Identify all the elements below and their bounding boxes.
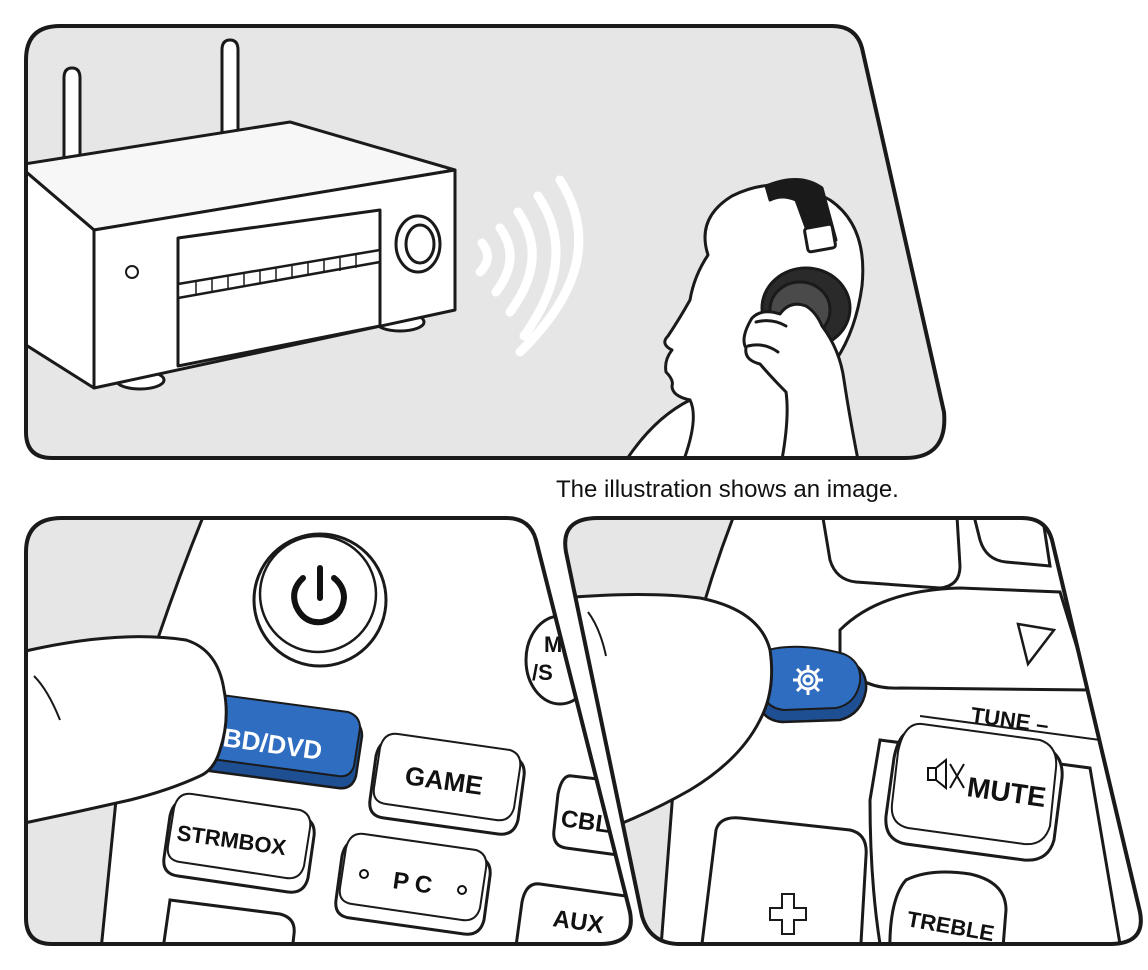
game-button[interactable]: GAME (368, 732, 526, 836)
strmbox-button[interactable]: STRMBOX (162, 792, 316, 894)
bd-dvd-button[interactable]: BD/DVD (188, 692, 364, 790)
pc-button[interactable]: PC (334, 832, 492, 936)
pc-label: PC (391, 867, 440, 900)
remote-panel-input: M /S BD/DVD GAME CBL (24, 516, 640, 970)
down-arrow-button[interactable] (838, 586, 1093, 692)
triangle-down-icon (1016, 622, 1057, 667)
gear-icon (793, 665, 823, 695)
speaker-mute-icon (927, 757, 965, 791)
mute-button[interactable]: MUTE (884, 722, 1064, 862)
mode-button-label-2: /S (532, 660, 553, 685)
antenna (62, 38, 240, 170)
setup-button[interactable] (756, 645, 868, 724)
person-with-headphones (618, 178, 865, 458)
av-receiver (26, 120, 457, 391)
mode-button-label-1: M (544, 632, 562, 657)
plus-button[interactable] (698, 816, 868, 960)
power-button[interactable] (252, 532, 388, 668)
aux-button-partial[interactable]: AUX (514, 882, 640, 970)
power-icon (291, 565, 348, 626)
treble-button[interactable]: TREBLE (888, 870, 1008, 960)
plus-icon (769, 893, 807, 935)
wireless-signal-icon (475, 175, 584, 357)
top-panel (24, 24, 947, 460)
illustration-caption: The illustration shows an image. (556, 476, 899, 503)
remote-panel-setup: TUNE – (563, 516, 1143, 960)
finger (26, 635, 228, 832)
